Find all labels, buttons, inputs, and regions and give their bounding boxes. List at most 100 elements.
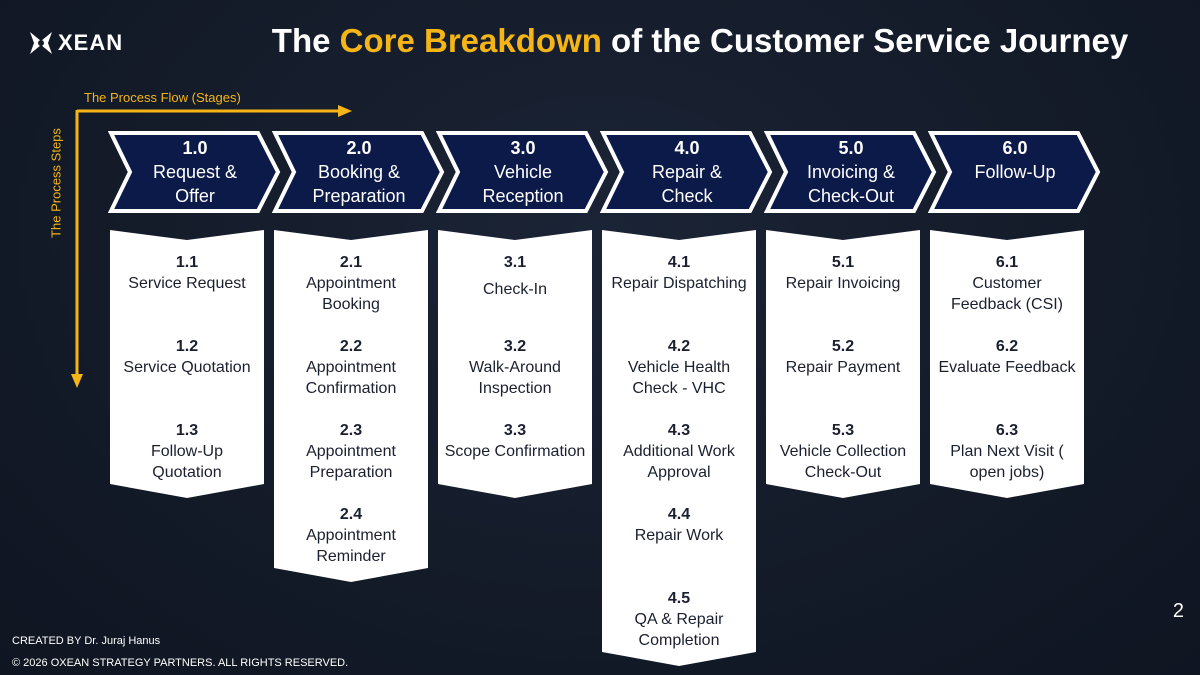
title-post: of the Customer Service Journey: [601, 22, 1129, 59]
stage-number: 5.0: [838, 138, 864, 158]
step-number: 2.3: [339, 422, 363, 439]
step-number: 1.1: [175, 254, 199, 271]
step-name: Customer Feedback (CSI): [950, 275, 1064, 313]
stage-chevron-shape: [600, 131, 773, 213]
step-name: Evaluate Feedback: [938, 359, 1076, 376]
stage-number: 3.0: [510, 138, 536, 158]
step-number: 5.1: [831, 254, 855, 271]
step-number: 6.1: [995, 254, 1019, 271]
oxean-logo-icon: [30, 32, 52, 54]
stage-name-line: Follow-Up: [974, 162, 1056, 182]
step-name: QA & Repair Completion: [634, 611, 724, 649]
step-number: 1.3: [175, 422, 199, 439]
flow-axis-arrowhead: [338, 105, 352, 117]
step-name: Appointment Booking: [306, 275, 396, 313]
step-name: Walk-Around Inspection: [469, 359, 561, 397]
step-name: Vehicle Health Check - VHC: [627, 359, 731, 397]
step-number: 3.3: [503, 422, 527, 439]
step-name: Repair Dispatching: [611, 275, 747, 292]
step-number: 5.3: [831, 422, 855, 439]
title-highlight: Core Breakdown: [339, 22, 602, 59]
step-number: 4.5: [667, 590, 691, 607]
step-number: 6.2: [995, 338, 1019, 355]
title-pre: The: [271, 22, 340, 59]
step-name: Plan Next Visit ( open jobs): [950, 443, 1064, 481]
step-name: Check-In: [482, 281, 548, 298]
footer-created-by: CREATED BY Dr. Juraj Hanus: [12, 635, 161, 647]
footer-copyright: © 2026 OXEAN STRATEGY PARTNERS. ALL RIGH…: [12, 657, 349, 669]
step-name: Additional Work Approval: [623, 443, 735, 481]
brand-logo-text: XEAN: [58, 30, 124, 55]
step-name: Repair Invoicing: [785, 275, 901, 292]
process-step-4-5: 4.5 QA & Repair Completion: [602, 566, 756, 666]
step-name: Appointment Reminder: [306, 527, 396, 565]
stage-name-line: Check: [661, 186, 713, 206]
stage-name-line: Preparation: [312, 186, 406, 206]
step-number: 2.2: [339, 338, 363, 355]
stage-number: 1.0: [182, 138, 208, 158]
step-number: 4.2: [667, 338, 691, 355]
step-number: 5.2: [831, 338, 855, 355]
stage-name-line: Repair &: [651, 162, 723, 182]
stage-number: 6.0: [1002, 138, 1028, 158]
stage-chevron-shape: [108, 131, 281, 213]
step-name: Repair Payment: [785, 359, 901, 376]
step-number: 4.1: [667, 254, 691, 271]
steps-axis-arrowhead: [71, 374, 83, 388]
stage-name-line: Invoicing &: [806, 162, 896, 182]
step-name: Repair Work: [634, 527, 724, 544]
stage-name-line: Request &: [152, 162, 238, 182]
step-name: Appointment Confirmation: [305, 359, 397, 397]
stage-name-line: Vehicle: [493, 162, 553, 182]
stage-chevron-shape: [436, 131, 609, 213]
stage-chevron-shape: [928, 131, 1101, 213]
stage-chevron-shape: [272, 131, 445, 213]
step-name: Vehicle Collection Check-Out: [779, 443, 907, 481]
stage-name-line: Reception: [482, 186, 564, 206]
steps-axis-label: The Process Steps: [48, 128, 64, 238]
step-name: Scope Confirmation: [444, 443, 586, 460]
stage-name-line: Offer: [175, 186, 215, 206]
flow-axis-label: The Process Flow (Stages): [84, 90, 241, 105]
step-number: 3.1: [503, 254, 527, 271]
step-number: 2.1: [339, 254, 363, 271]
step-name: Service Request: [128, 275, 246, 292]
page-number: 2: [1172, 600, 1184, 622]
step-name: Appointment Preparation: [306, 443, 396, 481]
stage-number: 2.0: [346, 138, 372, 158]
step-number: 3.2: [503, 338, 527, 355]
page-title: The Core Breakdown of the Customer Servi…: [200, 22, 1200, 60]
stage-number: 4.0: [674, 138, 700, 158]
step-number: 4.3: [667, 422, 691, 439]
